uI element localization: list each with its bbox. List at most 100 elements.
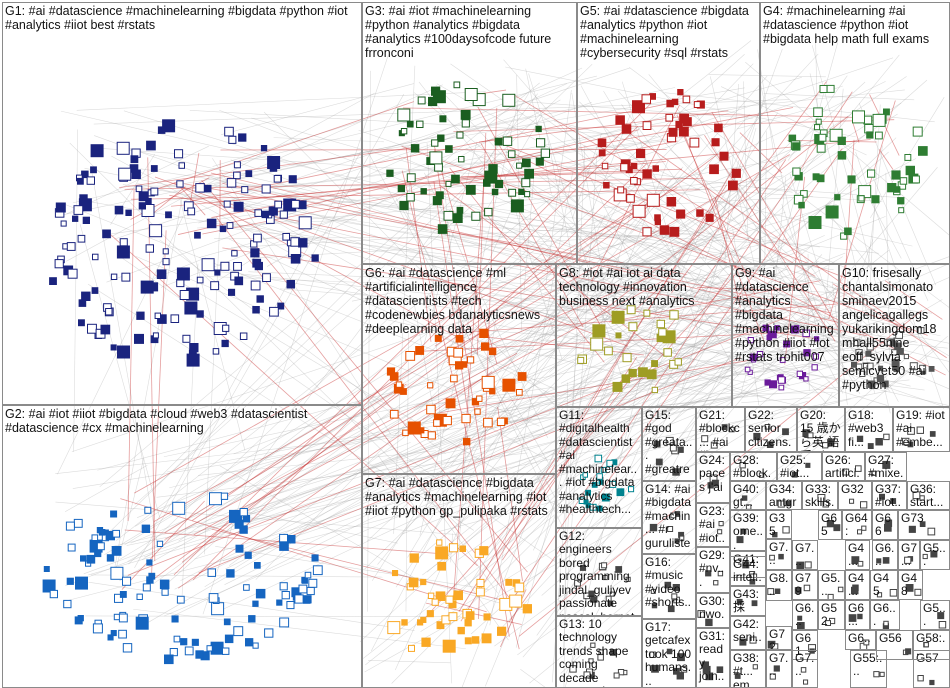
group-g56[interactable]: G56 — [876, 630, 913, 660]
group-g20[interactable]: G20: 15 歳から英 語で ai... — [797, 407, 845, 452]
group-g69[interactable]: G7... hm... — [898, 540, 920, 570]
group-label: G19: #iot #ai #embe... — [896, 409, 947, 449]
group-g27[interactable]: G27: #mixe... #ear... — [865, 452, 907, 481]
group-g64[interactable]: G64: 23... — [842, 510, 872, 540]
group-label: G24: paces j'ai — [699, 454, 727, 494]
group-g39[interactable]: G39: ome... — [730, 510, 766, 551]
group-label: G6... — [848, 632, 873, 650]
group-label: G23: #ai #iot... — [699, 505, 727, 547]
group-g38[interactable]: G38: #t... em... — [730, 650, 766, 688]
group-label: G48 — [901, 572, 920, 599]
group-g46[interactable]: G4... — [845, 570, 870, 600]
group-label: G7... — [769, 652, 789, 679]
group-g54[interactable]: G6... iot... — [870, 600, 900, 630]
group-label: G15: #god #greata... #greatre... #agenda… — [645, 409, 693, 481]
group-g40[interactable]: G40: gt... — [730, 481, 766, 510]
group-label: G26: artifici... — [825, 454, 862, 481]
group-g16[interactable]: G16: #music #video #shorts... — [642, 554, 696, 619]
group-g34[interactable]: G34: antgr... — [766, 481, 802, 510]
group-label: G7... gra... — [795, 542, 815, 570]
group-g65[interactable]: G65 — [818, 510, 842, 540]
group-g14[interactable]: G14: #ai #bigdata #machin... #r gurulist… — [642, 481, 696, 554]
group-g45[interactable]: G45 — [870, 570, 898, 600]
group-g18[interactable]: G18: #web3 fi... — [845, 407, 893, 452]
group-label: G8: #iot #ai iot ai data technology #inn… — [559, 266, 729, 308]
group-label: G42: seni... — [733, 618, 763, 650]
group-g15[interactable]: G15: #god #greata... #greatre... #agenda… — [642, 407, 696, 481]
group-label: G21: #blockc... #ai #iot... — [699, 409, 742, 452]
group-g35[interactable]: G35 gb... — [766, 510, 792, 539]
group-g63[interactable]: G6... — [792, 600, 818, 630]
group-g5[interactable]: G5: #ai #datascience #bigdata #analytics… — [577, 2, 760, 264]
group-g30[interactable]: G30: nwo... — [696, 593, 730, 628]
group-label: G22: senior citizens... — [748, 409, 794, 452]
group-g1[interactable]: G1: #ai #datascience #machinelearning #b… — [2, 2, 362, 405]
group-label: G4: #machinelearning #ai #datascience #p… — [763, 4, 947, 46]
group-g62[interactable]: G6... — [845, 600, 870, 630]
group-g36[interactable]: G36: start... — [907, 481, 950, 510]
group-label: G37: #iot... — [875, 483, 904, 510]
group-g49[interactable]: G4... — [845, 540, 870, 570]
group-g6[interactable]: G6: #ai #datascience #ml #artificialinte… — [362, 264, 556, 474]
group-g53[interactable]: G5... sta... — [920, 600, 950, 630]
group-g19[interactable]: G19: #iot #ai #embe... — [893, 407, 950, 452]
group-g17[interactable]: G17: getcafex took 100 humans... — [642, 619, 696, 688]
group-label: G52 — [821, 602, 842, 629]
group-label: G7: #ai #datascience #bigdata #analytics… — [365, 476, 553, 518]
group-g2[interactable]: G2: #ai #iot #iiot #bigdata #cloud #web3… — [2, 405, 362, 688]
group-g42[interactable]: G42: seni... — [730, 616, 766, 650]
group-label: G4... — [848, 542, 867, 569]
group-label: G36: start... — [910, 483, 947, 510]
group-g23[interactable]: G23: #ai #iot... — [696, 503, 730, 547]
group-g9[interactable]: G9: #ai #datascience #analytics #bigdata… — [732, 264, 839, 407]
group-g22[interactable]: G22: senior citizens... — [745, 407, 797, 452]
group-g50[interactable]: G5... sol... — [920, 540, 950, 570]
group-g60[interactable]: G8... — [766, 570, 792, 601]
group-g37[interactable]: G37: #iot... — [872, 481, 907, 510]
group-g24[interactable]: G24: paces j'ai — [696, 452, 730, 503]
group-label: G27: #mixe... #ear... — [868, 454, 904, 481]
group-g59[interactable]: G6... — [845, 630, 876, 650]
group-g66[interactable]: G66 — [872, 510, 898, 540]
group-g21[interactable]: G21: #blockc... #ai #iot... — [696, 407, 745, 452]
group-g3[interactable]: G3: #ai #iot #machinelearning #python #a… — [362, 2, 577, 264]
group-g68[interactable]: G6... tec... — [872, 540, 898, 570]
group-label: G6... — [848, 602, 867, 629]
group-g67[interactable]: G7... gra... — [792, 540, 818, 570]
group-g29[interactable]: G29: #nv... — [696, 547, 730, 593]
group-g47[interactable]: G7... — [766, 539, 792, 570]
group-g72[interactable]: G72 — [766, 626, 792, 650]
group-label: G64: 23... — [845, 512, 869, 540]
group-g52[interactable]: G52 — [818, 600, 845, 630]
group-g51[interactable]: G5... — [818, 570, 845, 600]
group-g25[interactable]: G25: #iot... — [777, 452, 822, 481]
group-g58[interactable]: G58:... — [913, 630, 950, 660]
group-g43[interactable]: G43: 採用... — [730, 586, 766, 616]
group-g48[interactable]: G48 — [898, 570, 923, 600]
group-label: G13: 10 technology trends shape coming d… — [559, 618, 639, 688]
group-g13[interactable]: G13: 10 technology trends shape coming d… — [556, 616, 642, 688]
group-label: G73 — [901, 512, 947, 525]
group-label: G11: #digitalhealth #datascientist #ai #… — [559, 409, 639, 517]
group-label: G32 — [841, 483, 869, 496]
group-g79[interactable]: G79 — [792, 570, 818, 600]
group-g8[interactable]: G8: #iot #ai iot ai data technology #inn… — [556, 264, 732, 407]
group-g31[interactable]: G31: ready join... — [696, 628, 730, 688]
group-g44[interactable]: G44: intel... — [730, 556, 766, 586]
group-g71[interactable]: G7... — [792, 650, 818, 688]
group-g33[interactable]: G33: skills... — [802, 481, 838, 510]
group-g70[interactable]: G7... — [766, 650, 792, 688]
group-g12[interactable]: G12: engineers bored programming jindal_… — [556, 528, 642, 616]
group-g7[interactable]: G7: #ai #datascience #bigdata #analytics… — [362, 474, 556, 688]
group-g73[interactable]: G73 — [898, 510, 950, 540]
group-label: G29: #nv... — [699, 549, 727, 589]
group-label: G33: skills... — [805, 483, 835, 510]
group-g32[interactable]: G32 — [838, 481, 872, 510]
group-g26[interactable]: G26: artifici... — [822, 452, 865, 481]
group-g4[interactable]: G4: #machinelearning #ai #datascience #p… — [760, 2, 950, 264]
group-g10[interactable]: G10: frisesally chantalsimonato sminaev2… — [839, 264, 950, 407]
group-g28[interactable]: G28: #block... — [730, 452, 777, 481]
group-label: G5... — [821, 572, 842, 599]
group-g11[interactable]: G11: #digitalhealth #datascientist #ai #… — [556, 407, 642, 528]
group-label: G20: 15 歳から英 語で ai... — [800, 409, 842, 452]
